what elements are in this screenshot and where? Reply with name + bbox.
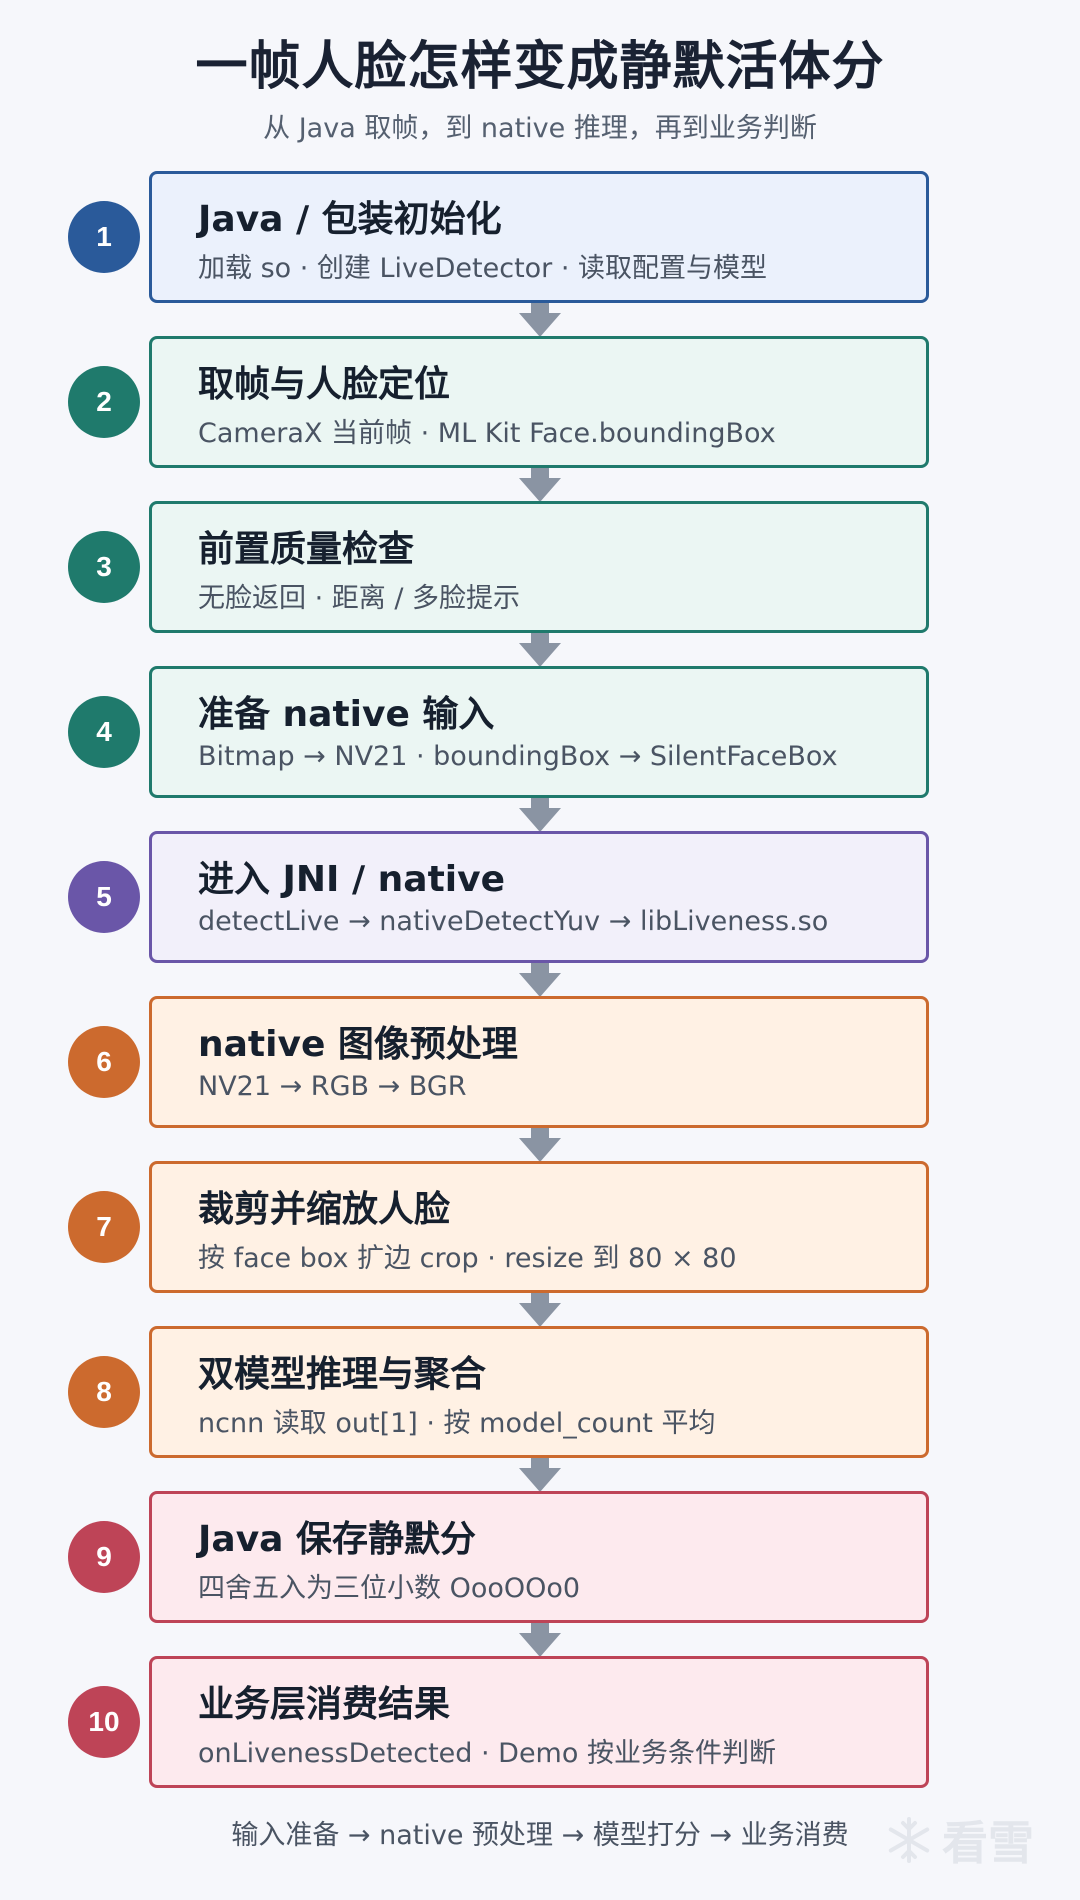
step-10: 10 业务层消费结果 onLivenessDetected · Demo 按业务条件…: [0, 1656, 1080, 1788]
step-title: Java 保存静默分: [198, 1519, 476, 1560]
step-title: 准备 native 输入: [198, 694, 495, 735]
down-arrow-icon: [519, 633, 561, 667]
step-title: 前置质量检查: [198, 529, 415, 570]
step-card: native 图像预处理 NV21 → RGB → BGR: [149, 996, 929, 1128]
step-title: 双模型推理与聚合: [198, 1354, 487, 1395]
down-arrow-icon: [519, 963, 561, 997]
step-number-badge: 8: [68, 1356, 140, 1428]
step-card: 业务层消费结果 onLivenessDetected · Demo 按业务条件判断: [149, 1656, 929, 1788]
step-description: 无脸返回 · 距离 / 多脸提示: [198, 583, 521, 614]
down-arrow-icon: [519, 303, 561, 337]
step-8: 8 双模型推理与聚合 ncnn 读取 out[1] · 按 model_count …: [0, 1326, 1080, 1458]
down-arrow-icon: [519, 798, 561, 832]
step-card: 裁剪并缩放人脸按 face box 扩边 crop · resize 到 80 …: [149, 1161, 929, 1293]
step-number-badge: 6: [68, 1026, 140, 1098]
step-description: 加载 so · 创建 LiveDetector · 读取配置与模型: [198, 253, 768, 284]
step-card: Java / 包装初始化加载 so · 创建 LiveDetector · 读取…: [149, 171, 929, 303]
step-description: 四舍五入为三位小数 OooOOo0: [198, 1573, 581, 1604]
down-arrow-icon: [519, 1458, 561, 1492]
flow-summary: 输入准备 → native 预处理 → 模型打分 → 业务消费: [231, 1820, 849, 1851]
step-number-badge: 7: [68, 1191, 140, 1263]
step-title: 进入 JNI / native: [198, 859, 506, 900]
step-number-badge: 5: [68, 861, 140, 933]
step-card: Java 保存静默分四舍五入为三位小数 OooOOo0: [149, 1491, 929, 1623]
step-5: 5 进入 JNI / native detectLive → nativeDetec…: [0, 831, 1080, 963]
step-card: 取帧与人脸定位 CameraX 当前帧 · ML Kit Face.boundin…: [149, 336, 929, 468]
step-number-badge: 10: [68, 1686, 140, 1758]
step-2: 2 取帧与人脸定位 CameraX 当前帧 · ML Kit Face.boundi…: [0, 336, 1080, 468]
down-arrow-icon: [519, 1623, 561, 1657]
watermark: 看雪: [884, 1808, 1074, 1872]
step-number-badge: 1: [68, 201, 140, 273]
snowflake-icon: [888, 1817, 930, 1863]
step-card: 准备 native 输入 Bitmap → NV21 · boundingBox …: [149, 666, 929, 798]
watermark-text: 看雪: [942, 1816, 1034, 1870]
step-title: 取帧与人脸定位: [198, 364, 451, 405]
step-description: ncnn 读取 out[1] · 按 model_count 平均: [198, 1408, 716, 1439]
step-description: detectLive → nativeDetectYuv → libLivene…: [198, 906, 829, 937]
step-card: 双模型推理与聚合 ncnn 读取 out[1] · 按 model_count 平…: [149, 1326, 929, 1458]
step-description: Bitmap → NV21 · boundingBox → SilentFace…: [198, 741, 838, 772]
step-card: 进入 JNI / native detectLive → nativeDetect…: [149, 831, 929, 963]
step-card: 前置质量检查无脸返回 · 距离 / 多脸提示: [149, 501, 929, 633]
down-arrow-icon: [519, 468, 561, 502]
step-number-badge: 4: [68, 696, 140, 768]
down-arrow-icon: [519, 1293, 561, 1327]
step-title: 裁剪并缩放人脸: [198, 1189, 451, 1230]
step-4: 4 准备 native 输入 Bitmap → NV21 · boundingBox…: [0, 666, 1080, 798]
step-6: 6 native 图像预处理 NV21 → RGB → BGR: [0, 996, 1080, 1128]
step-description: NV21 → RGB → BGR: [198, 1071, 467, 1102]
step-title: Java / 包装初始化: [198, 199, 502, 240]
step-title: 业务层消费结果: [198, 1684, 451, 1725]
step-number-badge: 2: [68, 366, 140, 438]
step-title: native 图像预处理: [198, 1024, 518, 1065]
step-description: 按 face box 扩边 crop · resize 到 80 × 80: [198, 1243, 737, 1274]
step-description: CameraX 当前帧 · ML Kit Face.boundingBox: [198, 418, 776, 449]
step-number-badge: 3: [68, 531, 140, 603]
step-description: onLivenessDetected · Demo 按业务条件判断: [198, 1738, 776, 1769]
step-number-badge: 9: [68, 1521, 140, 1593]
page-title: 一帧人脸怎样变成静默活体分: [195, 37, 885, 97]
page-subtitle: 从 Java 取帧，到 native 推理，再到业务判断: [263, 113, 817, 144]
down-arrow-icon: [519, 1128, 561, 1162]
